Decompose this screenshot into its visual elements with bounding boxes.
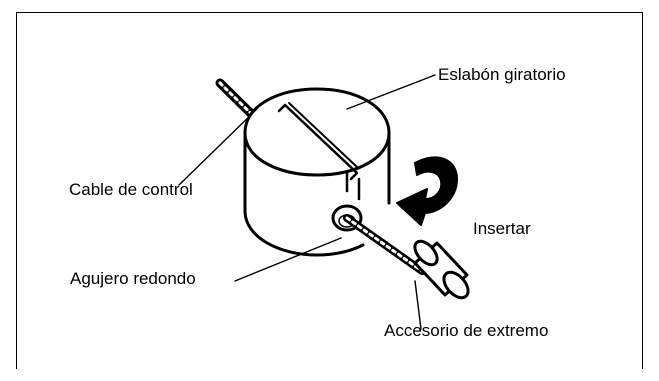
curved-insert-arrow-icon <box>396 156 458 226</box>
control-cable-lower <box>343 214 426 275</box>
label-end-fitting: Accesorio de extremo <box>384 321 549 340</box>
leader-end-fitting <box>414 280 422 330</box>
label-round-hole: Agujero redondo <box>70 269 196 288</box>
leader-lines <box>178 74 436 330</box>
end-fitting <box>413 239 470 300</box>
leader-swivel-link <box>346 74 436 110</box>
swivel-link-illustration <box>178 74 470 330</box>
swivel-link-body <box>243 87 391 257</box>
label-insert: Insertar <box>473 219 531 238</box>
label-control-cable: Cable de control <box>69 180 193 199</box>
label-swivel-link: Eslabón giratorio <box>438 65 566 84</box>
leader-round-hole <box>234 237 342 282</box>
diagram-frame: Eslabón giratorio Cable de control Inser… <box>16 12 643 369</box>
leader-control-cable <box>178 108 258 186</box>
